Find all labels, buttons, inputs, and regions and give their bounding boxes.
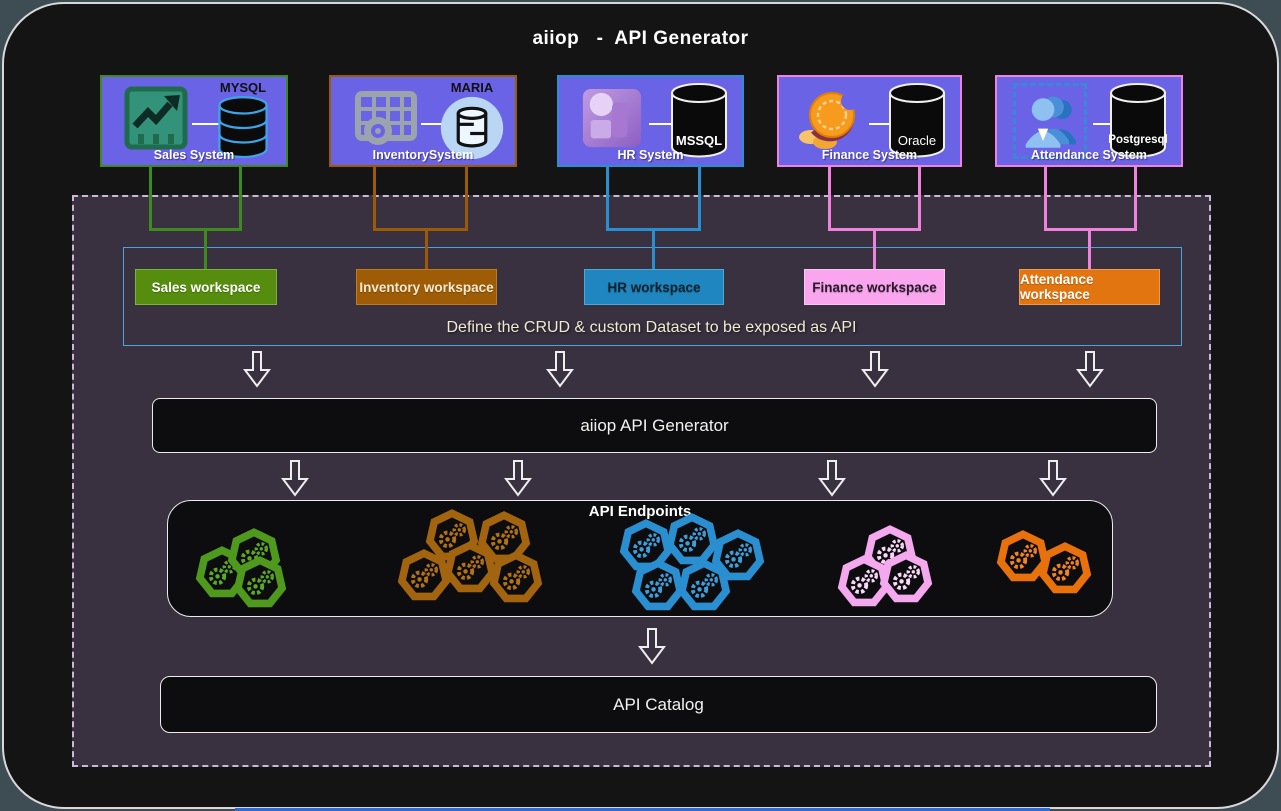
inventory-grid-icon: [355, 91, 417, 145]
endpoint-cluster-finance: [836, 524, 936, 610]
mssql-db-icon: MSSQL: [671, 83, 727, 158]
system-box-hr: MSSQL HR System: [557, 75, 744, 167]
db-label: MYSQL: [219, 80, 267, 95]
hr-people-icon: [582, 88, 642, 148]
api-hexagon-icon: [489, 551, 543, 603]
system-box-attendance: Postgresql Attendance System: [995, 75, 1183, 167]
finance-workspace-box: Finance workspace: [804, 269, 945, 305]
oracle-db-icon: Oracle: [889, 83, 945, 158]
api-hexagon-icon: [619, 519, 673, 571]
workspace-label: HR workspace: [607, 279, 701, 295]
endpoint-cluster-hr: [610, 512, 770, 614]
database-finance: Oracle: [882, 83, 952, 164]
api-hexagon-icon: [879, 551, 933, 603]
down-arrow-icon: [282, 460, 308, 496]
database-hr: MSSQL: [664, 83, 734, 164]
down-arrow-icon: [1040, 460, 1066, 496]
api-hexagon-icon: [665, 513, 719, 565]
api-hexagon-icon: [837, 555, 891, 607]
down-arrow-icon: [862, 351, 888, 387]
api-hexagon-icon: [711, 529, 765, 581]
api-generator-box: aiiop API Generator: [152, 398, 1157, 453]
workspace-label: Inventory workspace: [359, 279, 494, 295]
finance-coins-icon: [799, 92, 859, 149]
sales-chart-icon: [124, 86, 188, 150]
system-label: InventorySystem: [372, 148, 474, 162]
api-hexagon-icon: [477, 511, 531, 563]
page-title: aiiop - API Generator: [532, 28, 749, 49]
down-arrow-icon: [1077, 351, 1103, 387]
down-arrow-icon: [819, 460, 845, 496]
api-endpoints-title: API Endpoints: [588, 503, 692, 520]
postgresql-db-icon: Postgresql: [1108, 83, 1168, 158]
down-arrow-icon: [639, 628, 665, 664]
api-hexagon-icon: [443, 541, 497, 593]
system-label: Finance System: [821, 148, 918, 162]
db-label: Postgresql: [1108, 134, 1167, 146]
api-hexagon-icon: [233, 556, 287, 608]
down-arrow-icon: [244, 351, 270, 387]
inventory-workspace-box: Inventory workspace: [356, 269, 497, 305]
api-hexagon-icon: [397, 549, 451, 601]
endpoint-cluster-sales: [192, 527, 292, 613]
system-box-finance: Oracle Finance System: [777, 75, 962, 167]
maria-db-icon: [440, 96, 504, 160]
bottom-edge-strip: [235, 808, 1050, 811]
api-hexagon-icon: [677, 559, 731, 611]
mysql-db-icon: [218, 96, 268, 159]
system-box-inventory: MARIA InventorySystem: [329, 75, 517, 167]
api-hexagon-icon: [631, 559, 685, 611]
api-catalog-label: API Catalog: [613, 694, 704, 714]
endpoint-cluster-inventory: [396, 508, 546, 608]
sales-workspace-box: Sales workspace: [135, 269, 277, 305]
api-generator-label: aiiop API Generator: [580, 415, 729, 435]
attendance-workspace-box: Attendance workspace: [1019, 269, 1160, 305]
workspace-label: Sales workspace: [151, 279, 261, 295]
api-hexagon-icon: [1038, 542, 1092, 594]
db-label: MSSQL: [676, 133, 722, 148]
database-inventory: MARIA: [437, 81, 507, 166]
db-label: MARIA: [450, 80, 494, 95]
endpoint-cluster-attendance: [995, 527, 1095, 601]
selection-dashed-frame: [1013, 83, 1087, 159]
down-arrow-icon: [547, 351, 573, 387]
database-attendance: Postgresql: [1103, 83, 1173, 164]
database-sales: MYSQL: [208, 81, 278, 166]
workspace-label: Finance workspace: [812, 279, 937, 295]
api-catalog-box: API Catalog: [160, 676, 1157, 733]
attendance-people-icon: [1025, 96, 1077, 148]
panel-caption: Define the CRUD & custom Dataset to be e…: [446, 319, 857, 336]
workspace-label: Attendance workspace: [1020, 272, 1094, 302]
down-arrow-icon: [505, 460, 531, 496]
system-label: Sales System: [153, 148, 235, 162]
hr-workspace-box: HR workspace: [584, 269, 724, 305]
api-hexagon-icon: [996, 530, 1050, 582]
db-label: Oracle: [898, 133, 936, 148]
system-box-sales: MYSQL Sales System: [100, 75, 288, 167]
system-label: HR System: [617, 148, 684, 162]
system-label: Attendance System: [1030, 148, 1147, 162]
